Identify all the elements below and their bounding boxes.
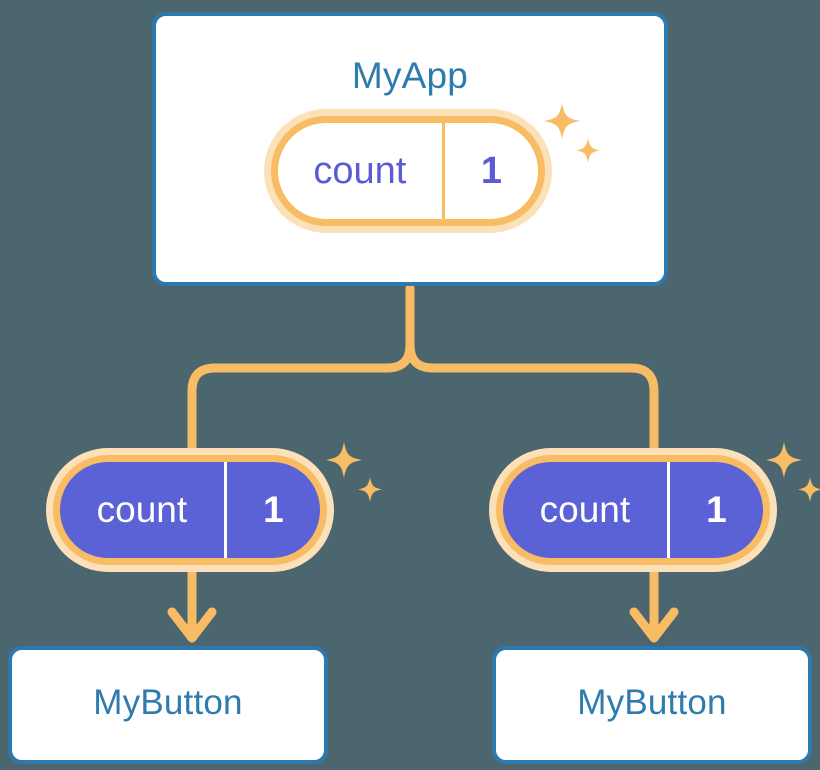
state-pill-mybutton-right-key: count bbox=[539, 489, 631, 530]
state-pill-myapp-key: count bbox=[313, 149, 407, 192]
card-mybutton-right[interactable]: MyButton bbox=[492, 646, 812, 764]
arrow-to-mybutton-right-head bbox=[629, 607, 679, 643]
card-mybutton-right-title: MyButton bbox=[577, 683, 727, 722]
state-pill-mybutton-left[interactable]: count 1 bbox=[46, 448, 334, 572]
state-pill-mybutton-left-body: count 1 bbox=[53, 455, 327, 565]
state-pill-mybutton-right-body: count 1 bbox=[496, 455, 770, 565]
state-pill-myapp-value: 1 bbox=[441, 123, 538, 219]
card-mybutton-left[interactable]: MyButton bbox=[8, 646, 328, 764]
state-pill-mybutton-right[interactable]: count 1 bbox=[489, 448, 777, 572]
root-to-children-connector bbox=[187, 283, 415, 457]
state-pill-mybutton-left-key: count bbox=[96, 489, 188, 530]
card-myapp-title: MyApp bbox=[351, 55, 469, 96]
state-pill-mybutton-left-value: 1 bbox=[223, 462, 320, 558]
state-pill-mybutton-right-value: 1 bbox=[666, 462, 763, 558]
state-pill-myapp[interactable]: count 1 bbox=[264, 109, 552, 233]
root-to-children-connector-right bbox=[405, 340, 659, 457]
arrow-to-mybutton-left-head bbox=[167, 607, 217, 643]
state-pill-myapp-body: count 1 bbox=[271, 116, 545, 226]
card-mybutton-left-title: MyButton bbox=[93, 683, 243, 722]
